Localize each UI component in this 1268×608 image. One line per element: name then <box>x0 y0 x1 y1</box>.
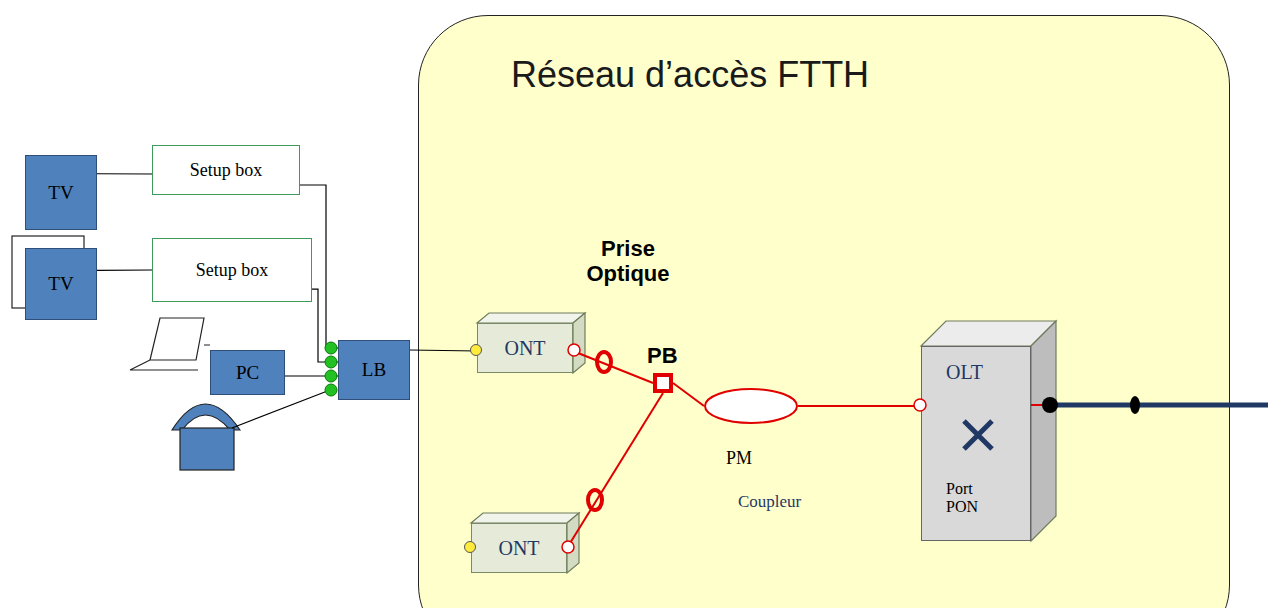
lb-port <box>325 342 337 354</box>
olt-label: OLT <box>946 361 1030 384</box>
coupler-label: Coupleur <box>738 492 828 512</box>
setup-box: Setup box <box>152 238 312 302</box>
box-label: TV <box>48 273 73 295</box>
box-label: Setup box <box>196 260 269 281</box>
optical-outlet-ring <box>597 352 611 372</box>
olt-cross <box>958 415 998 455</box>
box-label: Setup box <box>190 160 263 181</box>
port-label: Port PON <box>946 480 1006 517</box>
olt-uplink-port <box>1030 404 1055 406</box>
optical-outlet-ring <box>588 490 602 510</box>
ont-lan-port <box>465 542 476 553</box>
ftth-region: Réseau d’accès FTTH ONT ONT PB PM OLT Port PON <box>418 15 1230 608</box>
lb-port <box>325 356 337 368</box>
region-title: Réseau d’accès FTTH <box>511 54 1229 95</box>
ont-box: ONT <box>471 523 567 573</box>
ont-lan-port <box>471 345 482 356</box>
tv-back-frame <box>12 236 84 308</box>
coupler-ellipse <box>705 389 797 423</box>
phone-base <box>180 428 234 470</box>
connector <box>673 383 704 406</box>
box-label: ONT <box>504 337 545 360</box>
connector <box>573 351 653 383</box>
tv-box: TV <box>25 155 97 230</box>
ont-box: ONT <box>477 323 573 373</box>
lb-box: LB <box>338 340 410 400</box>
pc-box: PC <box>210 350 285 395</box>
connector <box>312 289 338 362</box>
phone-wire <box>232 390 330 428</box>
phone-handset <box>172 404 240 430</box>
lb-port <box>325 370 337 382</box>
olt-box: OLT Port PON <box>921 346 1031 541</box>
box-label: LB <box>362 359 386 381</box>
pb-point: PB <box>653 373 673 393</box>
box-side-face <box>573 313 585 373</box>
box-side-face <box>1031 321 1056 541</box>
box-label: PC <box>236 362 259 384</box>
connector <box>300 185 338 348</box>
box-label: ONT <box>498 537 539 560</box>
optical-port <box>568 344 580 356</box>
connector <box>285 375 338 376</box>
connector <box>798 405 921 407</box>
box-top-face <box>471 513 579 523</box>
pb-label: PB <box>647 343 678 368</box>
socket-label: Prise Optique <box>578 236 678 287</box>
connector <box>97 269 152 271</box>
optical-port <box>914 399 926 411</box>
coupler-shape <box>704 388 798 424</box>
laptop-icon <box>130 318 210 370</box>
setup-box: Setup box <box>152 145 300 195</box>
box-label: TV <box>48 182 73 204</box>
tv-box: TV <box>25 248 97 320</box>
pm-label: PM <box>726 448 752 469</box>
pm-coupler: PM <box>704 388 798 424</box>
connector <box>567 393 663 548</box>
uplink-node <box>1130 396 1140 414</box>
box-top-face <box>921 321 1056 346</box>
uplink-node <box>1042 397 1058 413</box>
box-side-face <box>567 513 579 573</box>
connector <box>410 349 477 351</box>
box-top-face <box>477 313 585 323</box>
uplink-fiber <box>1055 403 1268 408</box>
lb-port <box>325 384 337 396</box>
cross-stroke <box>964 421 992 449</box>
connector <box>97 173 152 174</box>
optical-port <box>562 541 574 553</box>
